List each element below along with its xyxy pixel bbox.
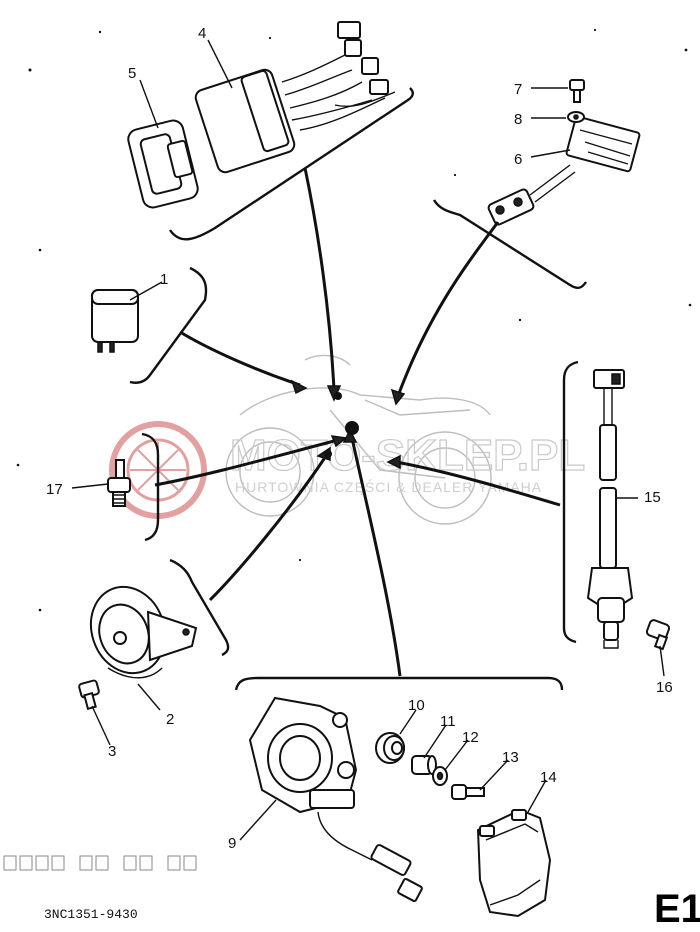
bracket-top-right: [432, 199, 587, 290]
part-12-washer: [432, 766, 448, 786]
part-13-bolt: [451, 784, 485, 800]
bracket-part-15: [562, 360, 579, 644]
callout-11: 11: [440, 713, 456, 730]
callout-17: 17: [46, 481, 63, 498]
scan-specks: [16, 28, 692, 612]
part-9-starter-relay: [248, 696, 423, 903]
part-7-bolt: [569, 79, 585, 103]
callout-5: 5: [128, 65, 136, 82]
part-6-regulator: [487, 115, 641, 226]
callout-10: 10: [408, 697, 425, 714]
part-8-washer: [567, 111, 585, 123]
diagram-code: 3NC1351-9430: [44, 907, 138, 922]
callout-16: 16: [656, 679, 673, 696]
part-14-cover: [476, 808, 552, 918]
watermark-sub-text: HURTOWNIA CZĘŚCI & DEALER YAMAHA: [235, 478, 542, 495]
callout-14: 14: [540, 769, 557, 786]
part-17-switch: [107, 459, 131, 507]
part-11-collar: [411, 755, 437, 775]
sheet-label: E1: [654, 887, 700, 931]
motorcycle-silhouette: [225, 354, 492, 525]
part-3-bolt: [78, 679, 100, 711]
callout-7: 7: [514, 81, 522, 98]
bracket-bottom: [234, 676, 564, 691]
callout-4: 4: [198, 25, 206, 42]
part-2-horn: [89, 585, 198, 679]
part-4-control-unit: [194, 21, 396, 174]
watermark-main-text: MOTO-SKLEP.PL: [230, 431, 585, 480]
callout-8: 8: [514, 111, 522, 128]
stamp-marks: [3, 855, 197, 871]
callout-15: 15: [644, 489, 661, 506]
bracket-horn: [169, 558, 230, 657]
bracket-part-17: [141, 432, 160, 542]
part-15-stop-switch: [586, 369, 634, 649]
part-5-relay: [127, 119, 199, 209]
part-10-damper: [375, 732, 405, 764]
part-16-screw: [645, 619, 671, 651]
callout-3: 3: [108, 743, 116, 760]
callout-9: 9: [228, 835, 236, 852]
connector-arrows: [154, 167, 561, 677]
part-1-flasher: [91, 289, 139, 353]
callout-labels: 1 2 3 4 5 6 7 8 9 10 11 12 13 14 15 16 1…: [46, 25, 673, 852]
callout-12: 12: [462, 729, 479, 746]
callout-13: 13: [502, 749, 519, 766]
callout-6: 6: [514, 151, 522, 168]
callout-2: 2: [166, 711, 174, 728]
leader-lines: [71, 39, 665, 841]
bracket-part-1: [129, 266, 208, 384]
callout-1: 1: [160, 271, 168, 288]
bracket-top-left: [169, 87, 414, 241]
